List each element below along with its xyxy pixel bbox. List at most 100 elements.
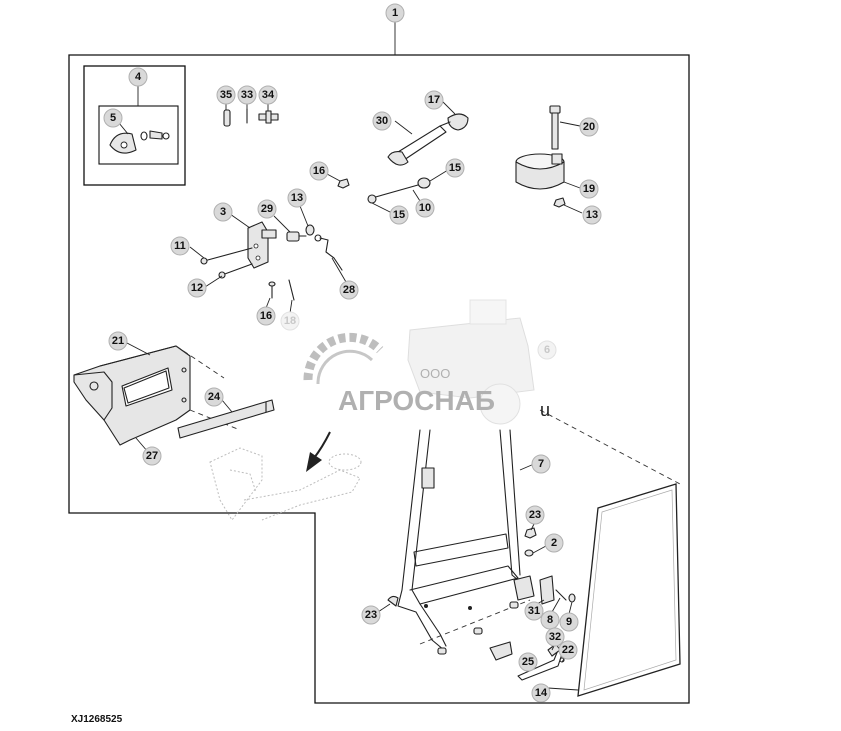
callout-23b: 23 — [361, 605, 381, 625]
svg-text:9: 9 — [566, 616, 572, 628]
callout-8: 8 — [540, 610, 560, 630]
strip-24-part — [177, 399, 275, 439]
callout-11: 11 — [170, 236, 190, 256]
leader-9 — [568, 601, 573, 615]
svg-text:7: 7 — [538, 458, 544, 470]
svg-text:18: 18 — [284, 315, 296, 327]
direction-arrow — [306, 431, 331, 472]
svg-text:25: 25 — [522, 656, 534, 668]
callout-20: 20 — [579, 117, 599, 137]
callout-21: 21 — [108, 331, 128, 351]
nut-13b-part — [305, 224, 315, 236]
leader-20 — [559, 121, 581, 127]
frame-7-part — [397, 429, 535, 651]
callout-25: 25 — [518, 652, 538, 672]
leader-17 — [441, 100, 456, 115]
svg-text:4: 4 — [135, 71, 142, 83]
leader-5 — [118, 122, 129, 135]
nut-13a-part — [553, 197, 566, 208]
leader-28 — [331, 257, 347, 283]
rod-10-part — [367, 177, 431, 204]
callout-17: 17 — [424, 90, 444, 110]
callout-30: 30 — [372, 111, 392, 131]
svg-text:29: 29 — [261, 203, 273, 215]
inset-outer-box — [83, 65, 186, 186]
callout-27: 27 — [142, 446, 162, 466]
ghost-context-sketch — [209, 447, 362, 521]
callout-33: 33 — [237, 85, 257, 105]
callout-6: 6 — [537, 340, 557, 360]
bolt-11-part — [200, 247, 253, 265]
watermark-company-name: АГРОСНАБ — [338, 385, 495, 416]
svg-text:15: 15 — [449, 162, 461, 174]
leader-18 — [289, 299, 293, 314]
svg-text:16: 16 — [313, 165, 325, 177]
callout-14: 14 — [531, 683, 551, 703]
leader-10 — [412, 189, 421, 202]
bolt-16b-part — [268, 281, 276, 299]
leader-11 — [189, 246, 205, 259]
svg-text:23: 23 — [365, 609, 377, 621]
callout-18: 18 — [280, 311, 300, 331]
svg-text:13: 13 — [291, 192, 303, 204]
watermark-logo: ООО АГРОСНАБ — [303, 299, 535, 425]
svg-text:13: 13 — [586, 209, 598, 221]
svg-text:28: 28 — [343, 284, 355, 296]
nut-16a-part — [337, 178, 350, 189]
cover-21-part — [73, 345, 191, 446]
svg-text:31: 31 — [528, 605, 540, 617]
callout-34: 34 — [258, 85, 278, 105]
callout-32: 32 — [545, 627, 565, 647]
assembly-boundary — [68, 54, 690, 704]
leader-29 — [273, 215, 291, 233]
bracket-3-part — [247, 221, 277, 269]
nut-23b-part — [387, 595, 399, 607]
callout-16a: 16 — [309, 161, 329, 181]
callout-13a: 13 — [582, 205, 602, 225]
callout-23a: 23 — [525, 505, 545, 525]
svg-text:21: 21 — [112, 335, 124, 347]
svg-text:24: 24 — [208, 391, 221, 403]
leader-13b — [299, 205, 309, 227]
nut-23a-part — [524, 527, 537, 539]
pin-34-part — [258, 110, 279, 124]
washer-2-part — [524, 549, 534, 557]
washer-9-part — [568, 593, 576, 603]
lever-30-part — [387, 113, 469, 166]
callout-16b: 16 — [256, 306, 276, 326]
svg-text:6: 6 — [544, 344, 550, 356]
leader-15b — [371, 202, 393, 214]
leader-30 — [394, 120, 413, 135]
document-id: XJ1268525 — [71, 714, 123, 725]
callout-29: 29 — [257, 199, 277, 219]
leader-23b — [377, 603, 391, 613]
callout-5: 5 — [103, 108, 123, 128]
svg-text:2: 2 — [551, 537, 557, 549]
svg-text:15: 15 — [393, 209, 405, 221]
callout-28: 28 — [339, 280, 359, 300]
svg-text:35: 35 — [220, 89, 232, 101]
leader-13a — [563, 204, 583, 214]
leader-14 — [547, 687, 579, 691]
clamp-19-part — [515, 153, 565, 190]
leader-24 — [221, 399, 233, 413]
callout-19: 19 — [579, 179, 599, 199]
watermark-gear-icon — [303, 332, 384, 385]
callout-9: 9 — [559, 612, 579, 632]
callout-22: 22 — [558, 640, 578, 660]
bolt-20-part — [549, 105, 561, 150]
bolt-12-part — [218, 263, 253, 279]
svg-text:12: 12 — [191, 282, 203, 294]
callout-15b: 15 — [389, 205, 409, 225]
hinge-clip-part — [109, 130, 170, 154]
svg-text:3: 3 — [220, 206, 226, 218]
callout-24: 24 — [204, 387, 224, 407]
svg-text:17: 17 — [428, 94, 440, 106]
leader-3 — [229, 213, 251, 229]
pin-35-part — [223, 109, 231, 127]
leader-16a — [326, 173, 341, 182]
svg-text:22: 22 — [562, 644, 574, 656]
link-29-part — [286, 231, 307, 242]
callout-31: 31 — [524, 601, 544, 621]
